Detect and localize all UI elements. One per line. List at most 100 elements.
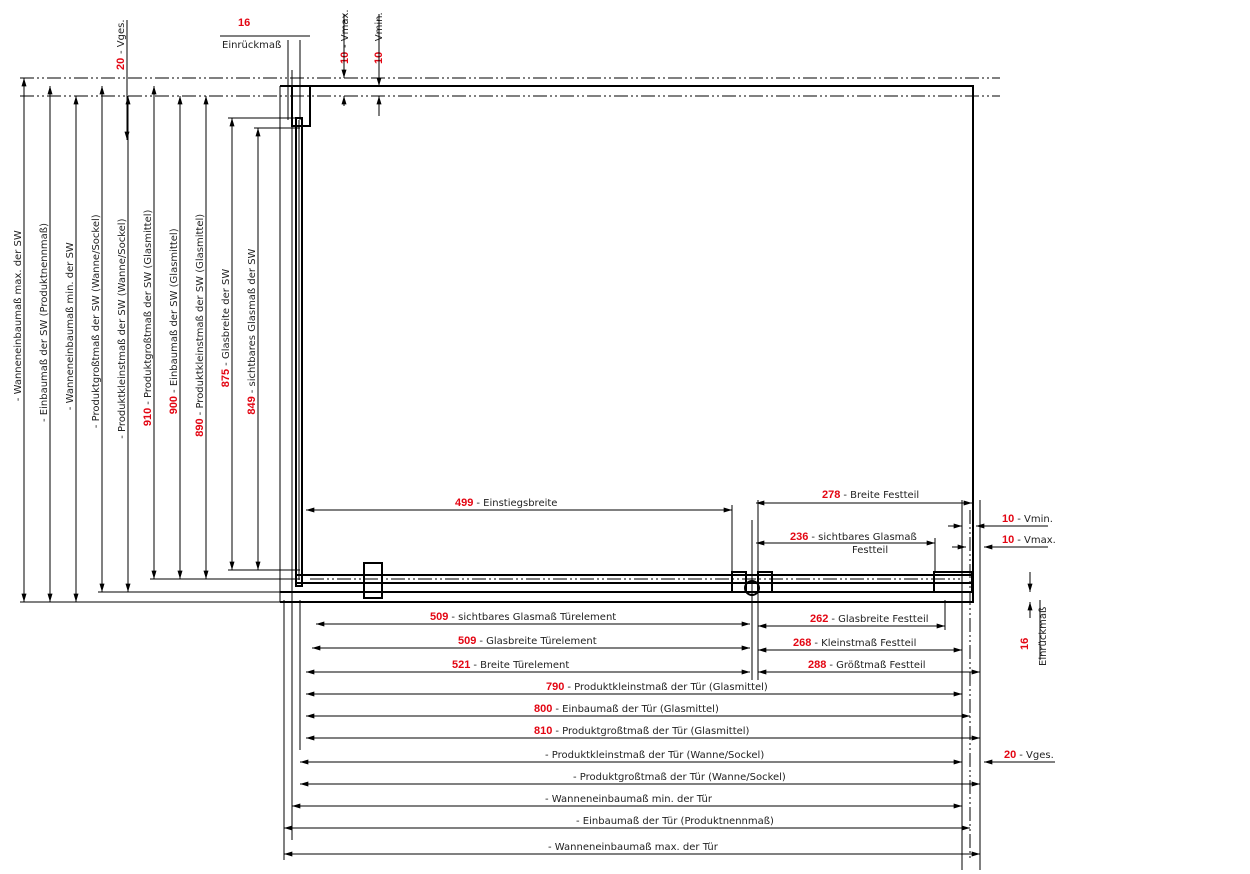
door-total-dim-6-label: - Einbaumaß der Tür (Produktnennmaß) (576, 816, 774, 827)
sichtbares-glasmass-festteil-label2: Festteil (852, 545, 888, 556)
sw-dim-7-value: 890 (194, 418, 206, 436)
sw-dim-3: - Produktgroßtmaß der SW (Wanne/Sockel) (91, 214, 102, 428)
sw-dim-6-value: 900 (168, 396, 180, 414)
door-right-dim-1: 268- Kleinstmaß Festteil (793, 637, 916, 649)
svg-text:262- Glasbreite Festteil: 262- Glasbreite Festteil (810, 613, 929, 625)
sw-dim-6-label: - Einbaumaß der SW (Glasmittel) (169, 228, 180, 393)
door-total-dim-1-value: 800 (534, 703, 552, 715)
svg-text:- Wanneneinbaumaß min. der Tür: - Wanneneinbaumaß min. der Tür (545, 794, 713, 805)
svg-text:849- sichtbares Glasmaß der SW: 849 - sichtbares Glasmaß der SW (246, 248, 258, 414)
svg-text:900- Einbaumaß der SW (Glasmit: 900 - Einbaumaß der SW (Glasmittel) (168, 228, 180, 414)
door-left-dim-1-label: - Glasbreite Türelement (479, 636, 596, 647)
svg-text:509- sichtbares Glasmaß Türele: 509- sichtbares Glasmaß Türelement (430, 611, 616, 623)
door-total-dim-0: 790- Produktkleinstmaß der Tür (Glasmitt… (546, 681, 768, 693)
door-total-dim-0-label: - Produktkleinstmaß der Tür (Glasmittel) (567, 682, 768, 693)
door-left-dim-2-label: - Breite Türelement (473, 660, 569, 671)
door-total-dim-1-label: - Einbaumaß der Tür (Glasmittel) (555, 704, 719, 715)
door-right-dim-1-value: 268 (793, 637, 811, 649)
einrueckmass-right-label: Einrückmaß (1038, 607, 1049, 666)
svg-text:810- Produktgroßtmaß der Tür (: 810- Produktgroßtmaß der Tür (Glasmittel… (534, 725, 750, 737)
sw-dim-5-value: 910 (142, 408, 154, 426)
door-total-dim-1: 800- Einbaumaß der Tür (Glasmittel) (534, 703, 719, 715)
svg-text:790- Produktkleinstmaß der Tür: 790- Produktkleinstmaß der Tür (Glasmitt… (546, 681, 768, 693)
sw-dim-6: 900 - Einbaumaß der SW (Glasmittel) (168, 228, 180, 414)
svg-text:- Einbaumaß der SW (Produktnen: - Einbaumaß der SW (Produktnennmaß) (39, 223, 50, 422)
door-total-dim-2-value: 810 (534, 725, 552, 737)
sw-dim-2: - Wanneneinbaumaß min. der SW (65, 242, 76, 410)
side-wall-dimensions: - Wanneneinbaumaß max. der SW - Einbaumaß… (13, 78, 300, 603)
vmin-right-dim: 10- Vmin. (1002, 513, 1053, 525)
sw-dim-9-value: 849 (246, 396, 258, 414)
svg-text:521- Breite Türelement: 521- Breite Türelement (452, 659, 569, 671)
sw-dim-4-label: - Produktkleinstmaß der SW (Wanne/Sockel… (117, 218, 128, 438)
door-right-dim-0-label: - Glasbreite Festteil (831, 614, 928, 625)
sw-dim-7: 890- Produktkleinstmaß der SW (Glasmitte… (194, 214, 206, 437)
svg-text:- Einbaumaß der Tür (Produktne: - Einbaumaß der Tür (Produktnennmaß) (576, 816, 774, 827)
door-total-dim-2: 810- Produktgroßtmaß der Tür (Glasmittel… (534, 725, 750, 737)
vges-top-value: 20 (115, 58, 127, 70)
svg-text:288- Größtmaß Festteil: 288- Größtmaß Festteil (808, 659, 926, 671)
door-total-dim-5: - Wanneneinbaumaß min. der Tür (545, 794, 713, 805)
right-side-annotations: 16 Einrückmaß 20- Vges. (983, 572, 1055, 765)
sw-dim-4: - Produktkleinstmaß der SW (Wanne/Sockel… (117, 218, 128, 438)
svg-text:910- Produktgroßtmaß der SW (G: 910 - Produktgroßtmaß der SW (Glasmittel) (142, 210, 154, 427)
door-total-dim-2-label: - Produktgroßtmaß der Tür (Glasmittel) (555, 726, 749, 737)
enclosure-outline (20, 40, 1000, 870)
breite-festteil-dim: 278- Breite Festteil (822, 489, 919, 501)
svg-text:875- Glasbreite der SW: 875 - Glasbreite der SW (220, 269, 232, 388)
top-annotations: 16 Einrückmaß 20 - Vges. 10 - Vmax. 10 -… (115, 9, 385, 141)
vmax-top-label: - Vmax. (340, 9, 351, 48)
door-total-dim-6: - Einbaumaß der Tür (Produktnennmaß) (576, 816, 774, 827)
door-left-dim-0-value: 509 (430, 611, 448, 623)
door-total-dim-7: - Wanneneinbaumaß max. der Tür (548, 842, 719, 853)
sw-dim-0: - Wanneneinbaumaß max. der SW (13, 230, 24, 401)
sw-dim-5-label: - Produktgroßtmaß der SW (Glasmittel) (143, 210, 154, 405)
sichtbares-glasmass-festteil-dim: 236- sichtbares Glasmaß (790, 531, 917, 543)
sw-dim-1-label: - Einbaumaß der SW (Produktnennmaß) (39, 223, 50, 422)
sw-dim-9-label: - sichtbares Glasmaß der SW (247, 248, 258, 393)
vmax-right-dim: 10- Vmax. (1002, 534, 1056, 546)
svg-text:- Produktgroßtmaß der SW (Wann: - Produktgroßtmaß der SW (Wanne/Sockel) (91, 214, 102, 428)
svg-text:- Wanneneinbaumaß min. der SW: - Wanneneinbaumaß min. der SW (65, 242, 76, 410)
door-total-dim-3-label: - Produktkleinstmaß der Tür (Wanne/Socke… (545, 750, 764, 761)
einrueckmass-right-value: 16 (1019, 638, 1031, 650)
door-left-dim-1: 509- Glasbreite Türelement (458, 635, 597, 647)
door-right-dim-0-value: 262 (810, 613, 828, 625)
upper-right-dimensions: 499- Einstiegsbreite 278- Breite Festtei… (306, 489, 1056, 572)
door-total-dim-7-label: - Wanneneinbaumaß max. der Tür (548, 842, 719, 853)
sw-dim-0-label: - Wanneneinbaumaß max. der SW (13, 230, 24, 401)
sw-dim-8-value: 875 (220, 369, 232, 387)
svg-text:800- Einbaumaß der Tür (Glasmi: 800- Einbaumaß der Tür (Glasmittel) (534, 703, 719, 715)
svg-text:509- Glasbreite Türelement: 509- Glasbreite Türelement (458, 635, 597, 647)
door-total-dim-4: - Produktgroßtmaß der Tür (Wanne/Sockel) (573, 772, 786, 783)
einrueckmass-top-value: 16 (238, 17, 250, 29)
svg-text:- Produktkleinstmaß der SW (Wa: - Produktkleinstmaß der SW (Wanne/Sockel… (117, 218, 128, 438)
svg-text:- Produktkleinstmaß der Tür (W: - Produktkleinstmaß der Tür (Wanne/Socke… (545, 750, 764, 761)
door-right-dim-1-label: - Kleinstmaß Festteil (814, 638, 916, 649)
sw-dim-9: 849 - sichtbares Glasmaß der SW (246, 248, 258, 414)
door-total-dim-5-label: - Wanneneinbaumaß min. der Tür (545, 794, 713, 805)
door-left-dim-1-value: 509 (458, 635, 476, 647)
sw-dim-1: - Einbaumaß der SW (Produktnennmaß) (39, 223, 50, 422)
svg-text:- Produktgroßtmaß der Tür (Wan: - Produktgroßtmaß der Tür (Wanne/Sockel) (573, 772, 786, 783)
sw-dim-2-label: - Wanneneinbaumaß min. der SW (65, 242, 76, 410)
door-total-dim-4-label: - Produktgroßtmaß der Tür (Wanne/Sockel) (573, 772, 786, 783)
door-left-dim-0-label: - sichtbares Glasmaß Türelement (451, 612, 616, 623)
door-right-dim-2-value: 288 (808, 659, 826, 671)
svg-text:- Wanneneinbaumaß max. der SW: - Wanneneinbaumaß max. der SW (13, 230, 24, 401)
svg-text:- Wanneneinbaumaß max. der Tür: - Wanneneinbaumaß max. der Tür (548, 842, 719, 853)
door-total-dim-3: - Produktkleinstmaß der Tür (Wanne/Socke… (545, 750, 764, 761)
sw-dim-8-label: - Glasbreite der SW (221, 269, 232, 366)
door-right-dim-0: 262- Glasbreite Festteil (810, 613, 929, 625)
door-right-dim-2-label: - Größtmaß Festteil (829, 660, 925, 671)
svg-text:890- Produktkleinstmaß der SW: 890- Produktkleinstmaß der SW (Glasmitte… (194, 214, 206, 437)
sw-dim-5: 910 - Produktgroßtmaß der SW (Glasmittel) (142, 210, 154, 427)
svg-text:268- Kleinstmaß Festteil: 268- Kleinstmaß Festteil (793, 637, 916, 649)
door-left-dim-2-value: 521 (452, 659, 470, 671)
door-total-dim-0-value: 790 (546, 681, 564, 693)
door-left-dim-0: 509- sichtbares Glasmaß Türelement (430, 611, 616, 623)
einstiegsbreite-dim: 499- Einstiegsbreite (455, 497, 557, 509)
sw-dim-8: 875 - Glasbreite der SW (220, 269, 232, 388)
